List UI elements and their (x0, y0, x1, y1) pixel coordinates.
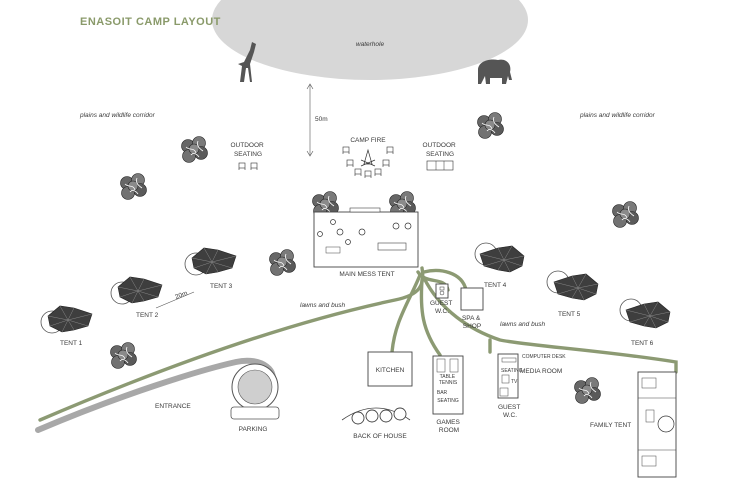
chair-icon (238, 162, 246, 171)
tent-5 (546, 270, 599, 301)
chair-icon (250, 162, 258, 171)
guest-wc-bottom-label: GUEST W.C. (498, 404, 522, 419)
tree-icon (181, 136, 208, 163)
chair-icon (354, 168, 362, 177)
kitchen (367, 351, 413, 387)
tent-3 (184, 247, 237, 276)
guest-wc-top (435, 283, 449, 299)
waterhole (212, 0, 528, 80)
parking-label: PARKING (239, 426, 268, 433)
lawns-label-left: lawns and bush (300, 302, 346, 309)
tree-icon (574, 377, 601, 404)
chair-icon (382, 159, 390, 168)
tent-5-label: TENT 5 (558, 311, 581, 318)
outdoor-seating-left-label: OUTDOOR SEATING (230, 142, 265, 158)
lawns-label-right: lawns and bush (500, 321, 546, 328)
waterhole-label: waterhole (356, 41, 385, 48)
page-title: ENASOIT CAMP LAYOUT (80, 16, 221, 28)
distance-label-20m: 20m (174, 290, 188, 301)
entrance-label: ENTRANCE (155, 403, 191, 410)
family-tent-label: FAMILY TENT (590, 422, 631, 429)
tent-1-label: TENT 1 (60, 340, 83, 347)
games-room-label: GAMES ROOM (436, 419, 461, 434)
elephant-icon (478, 59, 512, 84)
games-room (432, 355, 464, 415)
tree-icon (612, 201, 639, 228)
computer-desk-label: COMPUTER DESK (522, 354, 566, 360)
tent-3-label: TENT 3 (210, 283, 233, 290)
distance-label-50m: 50m (315, 116, 328, 123)
tent-2 (110, 276, 163, 305)
sofa-icon (426, 160, 454, 171)
camp-fire-label: CAMP FIRE (350, 137, 386, 144)
tree-icon (477, 112, 504, 139)
plains-label-right: plains and wildlife corridor (579, 112, 656, 119)
tent-4-label: TENT 4 (484, 282, 507, 289)
tent-4 (474, 242, 525, 273)
plains-label-left: plains and wildlife corridor (79, 112, 156, 119)
toilet-icon (439, 286, 445, 296)
chair-icon (374, 168, 382, 177)
chair-icon (342, 146, 350, 155)
tent-6-label: TENT 6 (631, 340, 654, 347)
media-room (497, 353, 519, 399)
distance-arrow-20m (155, 291, 195, 309)
back-of-house-label: BACK OF HOUSE (353, 433, 407, 440)
main-mess-tent-label: MAIN MESS TENT (339, 271, 394, 278)
main-mess-tent (313, 207, 419, 268)
tv-label: TV (511, 379, 518, 385)
outdoor-seating-right-label: OUTDOOR SEATING (422, 142, 457, 158)
spa-shop-label: SPA & SHOP (462, 315, 482, 330)
giraffe-icon (238, 42, 256, 82)
back-of-house (341, 407, 411, 425)
kitchen-label: KITCHEN (376, 367, 405, 374)
bar-label: BAR (437, 390, 448, 396)
tent-6 (619, 298, 671, 329)
family-tent (637, 371, 677, 478)
tree-icon (110, 342, 137, 369)
media-room-label: MEDIA ROOM (520, 368, 562, 375)
guest-wc-top-label: GUEST W.C. (430, 300, 454, 315)
chair-icon (346, 159, 354, 168)
campfire-icon (360, 148, 376, 167)
seating-media-label: SEATING (501, 368, 523, 374)
seating-games-label: SEATING (437, 398, 459, 404)
table-tennis-label: TABLE TENNIS (439, 374, 458, 386)
tent-2-label: TENT 2 (136, 312, 159, 319)
chair-icon (364, 170, 372, 179)
tree-icon (269, 249, 296, 276)
tent-1 (40, 305, 93, 334)
chair-icon (386, 146, 394, 155)
spa-shop (460, 287, 484, 311)
parking (230, 363, 280, 420)
footpath (38, 266, 425, 422)
tree-icon (120, 173, 147, 200)
